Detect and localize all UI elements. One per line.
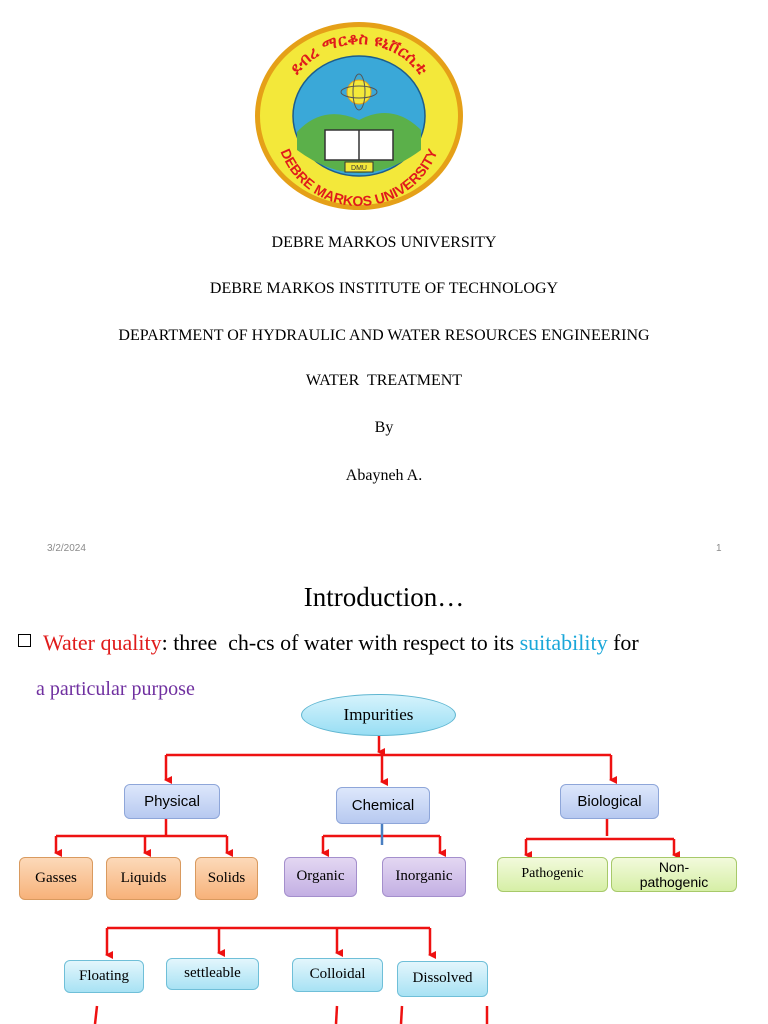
node-impurities: Impurities	[301, 694, 456, 736]
course-title: WATER TREATMENT	[305, 372, 463, 389]
bullet-continuation: a particular purpose	[36, 678, 195, 700]
author-name: Abayneh A.	[345, 467, 423, 484]
node-settleable: settleable	[166, 958, 259, 990]
slide-title: Introduction…	[303, 582, 465, 612]
bullet-water-quality: Water quality: three ch-cs of water with…	[18, 630, 639, 656]
bullet-highlight: suitability	[519, 630, 608, 655]
node-dissolved: Dissolved	[397, 961, 488, 997]
bullet-term: Water quality	[43, 630, 162, 655]
university-logo: DMU ደብረ ማርቆስ ዩኒቨርሲቲ DEBRE MARKOS UNIVERS…	[255, 22, 463, 210]
node-pathogenic: Pathogenic	[497, 857, 608, 892]
bullet-text-2: for	[607, 630, 639, 655]
node-inorganic: Inorganic	[382, 857, 466, 897]
continuation-line-2	[334, 1005, 339, 1024]
node-organic: Organic	[284, 857, 357, 897]
bullet-text-1: : three ch-cs of water with respect to i…	[161, 630, 520, 655]
continuation-line-1	[93, 1005, 99, 1024]
square-bullet-icon	[18, 634, 31, 647]
slide-date: 3/2/2024	[47, 543, 86, 554]
slide-page-number: 1	[716, 543, 722, 554]
by-label: By	[374, 419, 394, 436]
node-liquids: Liquids	[106, 857, 181, 900]
node-biological: Biological	[560, 784, 659, 819]
department-name: DEPARTMENT OF HYDRAULIC AND WATER RESOUR…	[118, 327, 650, 344]
node-gasses: Gasses	[19, 857, 93, 900]
node-chemical: Chemical	[336, 787, 430, 824]
logo-badge: DMU	[351, 165, 367, 172]
continuation-line-3	[399, 1005, 404, 1024]
institute-name: DEBRE MARKOS INSTITUTE OF TECHNOLOGY	[209, 280, 559, 297]
node-non-pathogenic: Non-pathogenic	[611, 857, 737, 892]
node-physical: Physical	[124, 784, 220, 819]
university-name: DEBRE MARKOS UNIVERSITY	[271, 234, 497, 251]
node-colloidal: Colloidal	[292, 958, 383, 992]
node-floating: Floating	[64, 960, 144, 993]
node-solids: Solids	[195, 857, 258, 900]
